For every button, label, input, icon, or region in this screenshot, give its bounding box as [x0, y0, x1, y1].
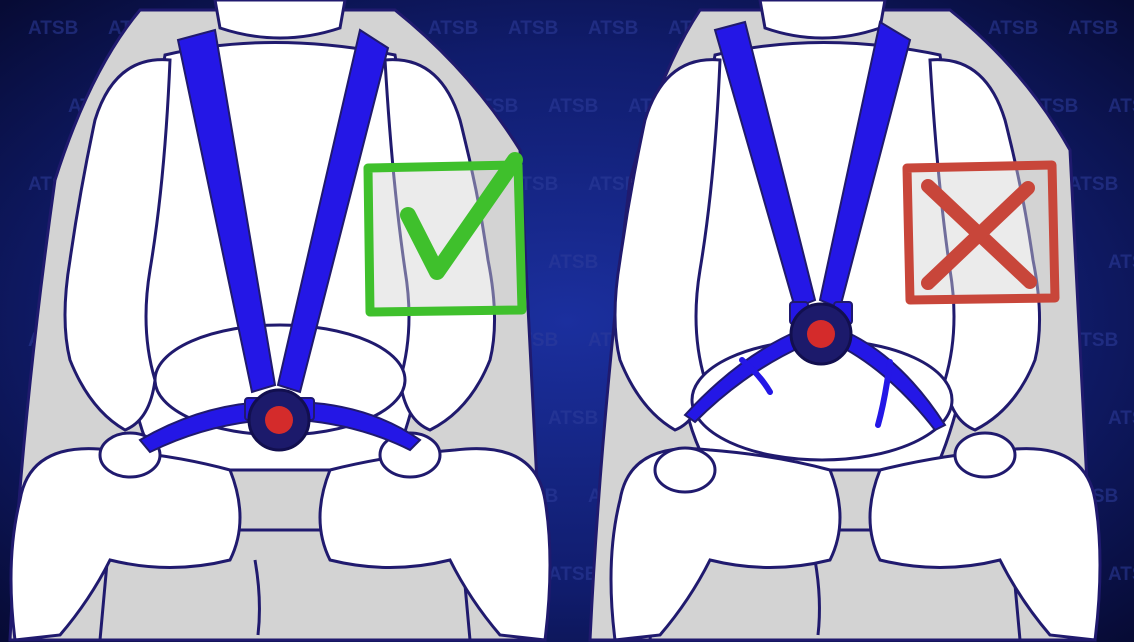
watermark-text: ATSB [1108, 564, 1134, 585]
buckle-release-button [807, 320, 835, 348]
watermark-text: ATSB [548, 408, 598, 429]
watermark-text: ATSB [1068, 18, 1118, 39]
child-left-hand [655, 448, 715, 492]
right-panel-incorrect-harness [590, 0, 1100, 640]
watermark-text: ATSB [508, 18, 558, 39]
watermark-text: ATSB [548, 564, 598, 585]
watermark-text: ATSB [988, 18, 1038, 39]
cross-mark-icon [907, 165, 1055, 300]
watermark-text: ATSB [1108, 96, 1134, 117]
child-neck [760, 0, 885, 38]
watermark-text: ATSB [1108, 408, 1134, 429]
child-neck [215, 0, 345, 38]
watermark-text: ATSB [588, 18, 638, 39]
watermark-text: ATSB [548, 96, 598, 117]
check-mark-icon [368, 160, 522, 312]
watermark-text: ATSB [28, 18, 78, 39]
watermark-text: ATSB [1068, 174, 1118, 195]
watermark-text: ATSB [1108, 252, 1134, 273]
left-panel-correct-harness [10, 0, 550, 640]
child-right-hand [955, 433, 1015, 477]
watermark-text: ATSB [548, 252, 598, 273]
watermark-text: ATSB [428, 18, 478, 39]
buckle-release-button [265, 406, 293, 434]
